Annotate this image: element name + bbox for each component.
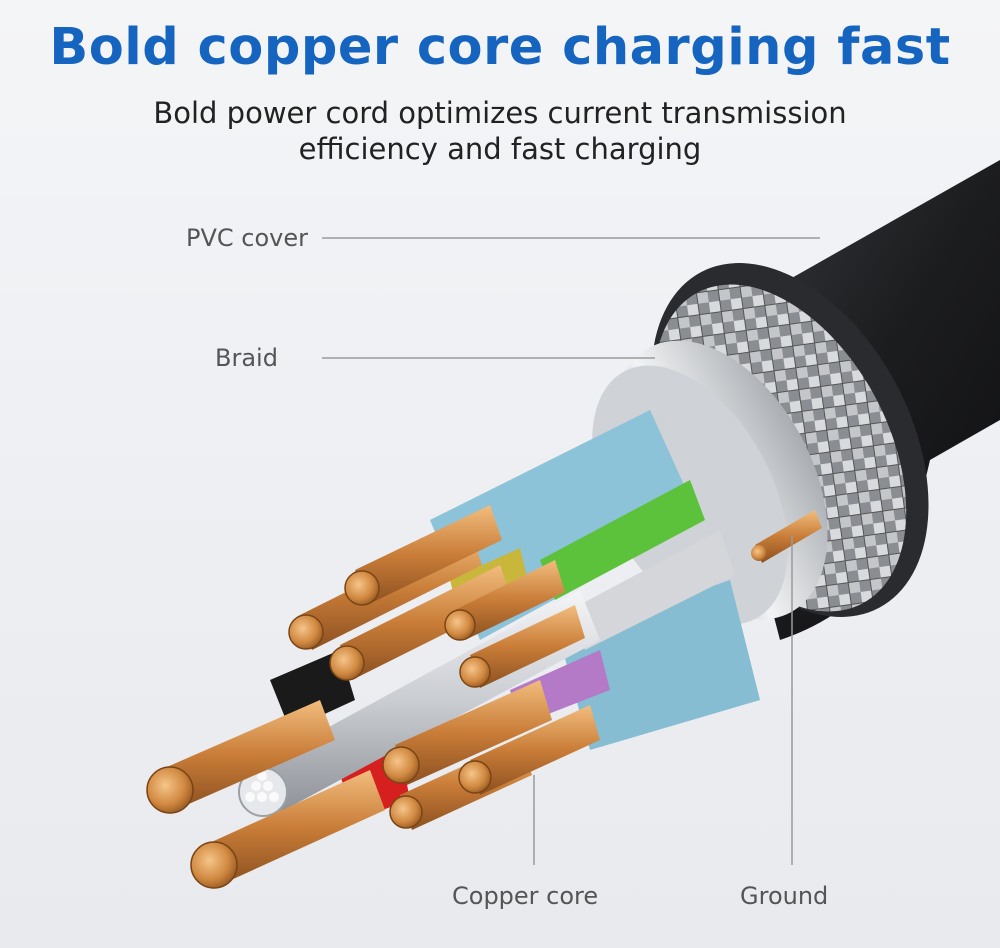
subtitle-line-2: efficiency and fast charging <box>298 132 702 166</box>
label-ground: Ground <box>740 882 829 910</box>
subtitle-line-1: Bold power cord optimizes current transm… <box>153 96 847 130</box>
grey-wire <box>570 530 735 650</box>
green-wire <box>540 480 705 600</box>
copper-conductors <box>146 505 822 889</box>
label-copper-core: Copper core <box>452 882 599 910</box>
label-braid: Braid <box>215 344 278 372</box>
page-title: Bold copper core charging fast <box>49 18 951 77</box>
label-pvc-cover: PVC cover <box>186 224 308 252</box>
